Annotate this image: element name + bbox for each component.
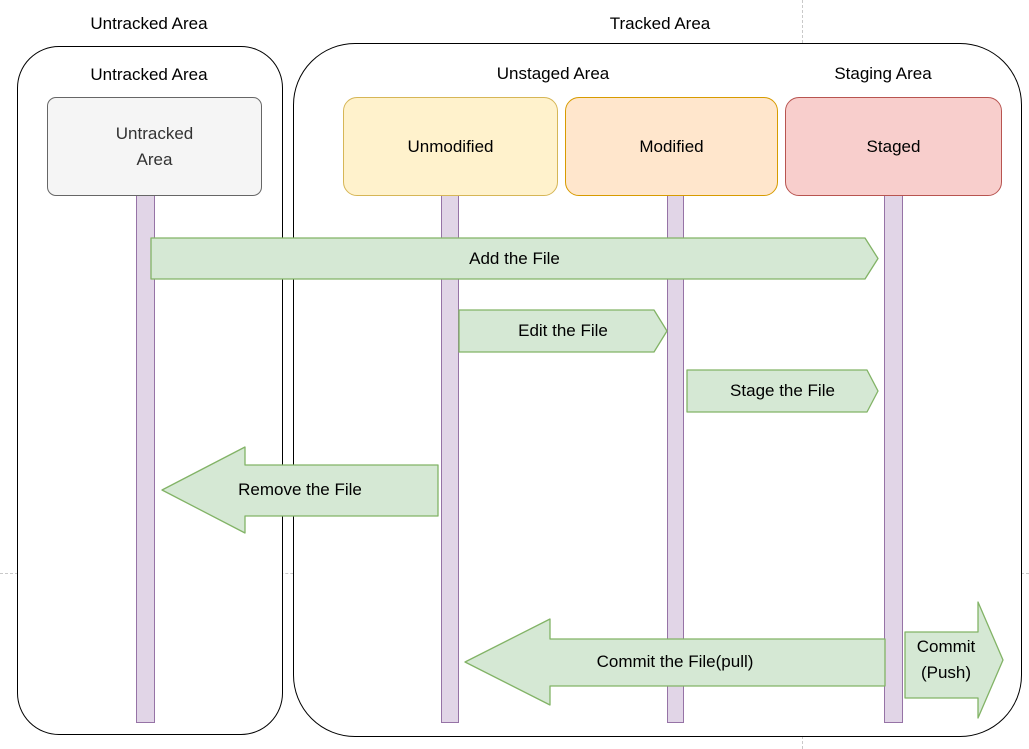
staged-state-box: Staged	[785, 97, 1002, 196]
commit-push-arrow-icon	[904, 601, 1004, 719]
remove-file-arrow-label: Remove the File	[238, 480, 362, 499]
tracked-area-outer-title: Tracked Area	[609, 14, 711, 33]
unmodified-state-box: Unmodified	[343, 97, 558, 196]
unstaged-area-label: Unstaged Area	[496, 64, 610, 83]
untracked-state-box: Untracked Area	[47, 97, 262, 196]
staging-area-label: Staging Area	[834, 64, 932, 83]
untracked-area-outer-title: Untracked Area	[90, 14, 208, 33]
stage-file-arrow-icon	[686, 369, 879, 413]
commit-pull-arrow-label: Commit the File(pull)	[596, 652, 754, 671]
add-file-arrow-icon	[150, 237, 879, 280]
modified-state-box: Modified	[565, 97, 778, 196]
untracked-area-inner-label: Untracked Area	[90, 65, 208, 84]
edit-file-arrow-label: Edit the File	[518, 321, 608, 340]
commit-pull-arrow-icon	[464, 618, 886, 706]
edit-file-arrow-icon	[458, 309, 668, 353]
commit-push-arrow-label: Commit (Push)	[916, 637, 976, 682]
remove-file-arrow-icon	[161, 446, 439, 534]
stage-file-arrow-label: Stage the File	[730, 381, 835, 400]
staging-lifeline	[884, 195, 903, 723]
add-file-arrow-label: Add the File	[469, 248, 560, 268]
